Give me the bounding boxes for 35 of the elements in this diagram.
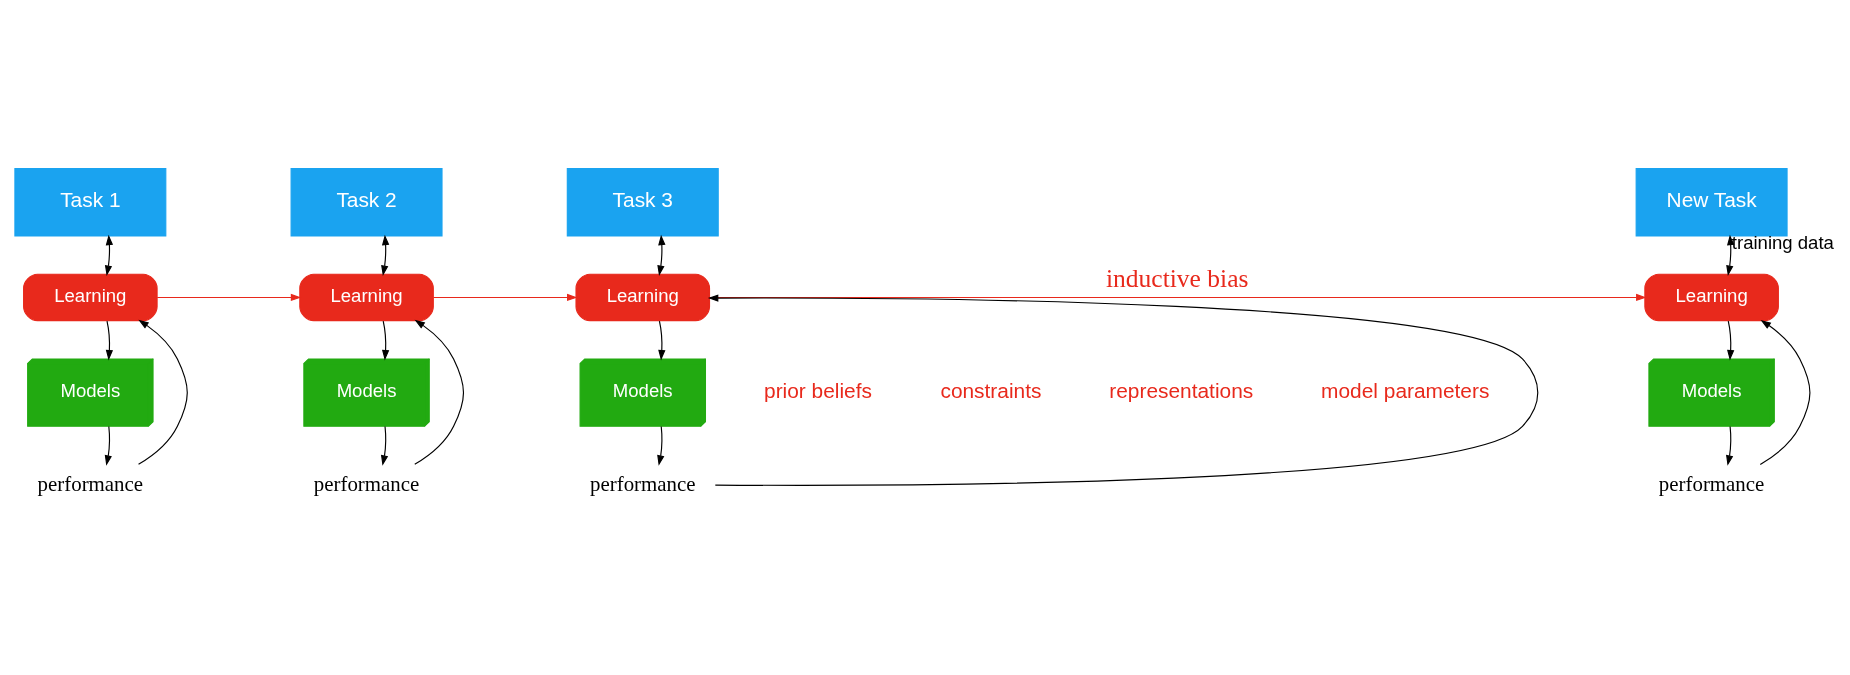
arrow — [381, 234, 390, 276]
node-box: Learning — [1644, 273, 1779, 322]
node-box: Learning — [23, 273, 158, 322]
edge-label: inductive bias — [1105, 263, 1249, 293]
arrow — [657, 234, 666, 276]
arrow — [137, 319, 188, 465]
arrow — [414, 319, 465, 465]
arrow — [657, 425, 665, 466]
node-box: Task 3 — [566, 168, 719, 237]
node-text: performance — [37, 471, 144, 496]
node-box: New Task — [1635, 168, 1788, 237]
arrow — [105, 320, 114, 361]
node-box: Task 2 — [290, 168, 443, 237]
arrow — [382, 320, 390, 361]
arrow — [432, 293, 578, 302]
arrow — [1727, 320, 1735, 361]
arrow — [104, 234, 114, 276]
node-box: Learning — [299, 273, 434, 322]
arrow — [104, 425, 112, 466]
arrow — [1726, 425, 1734, 466]
node-text: performance — [590, 471, 696, 496]
node-box: Learning — [575, 273, 711, 322]
arrow — [1759, 320, 1811, 465]
label: prior beliefs — [764, 378, 872, 402]
label: constraints — [940, 378, 1042, 402]
arrow — [380, 425, 389, 466]
label: representations — [1109, 378, 1254, 402]
node-box: Task 1 — [14, 168, 167, 237]
arrow — [156, 293, 302, 302]
label: model parameters — [1321, 378, 1490, 402]
node-text: performance — [1658, 471, 1765, 496]
arrow — [1726, 234, 1735, 276]
arrow — [658, 320, 666, 361]
node-text: performance — [313, 471, 420, 496]
arrow — [707, 294, 1539, 486]
